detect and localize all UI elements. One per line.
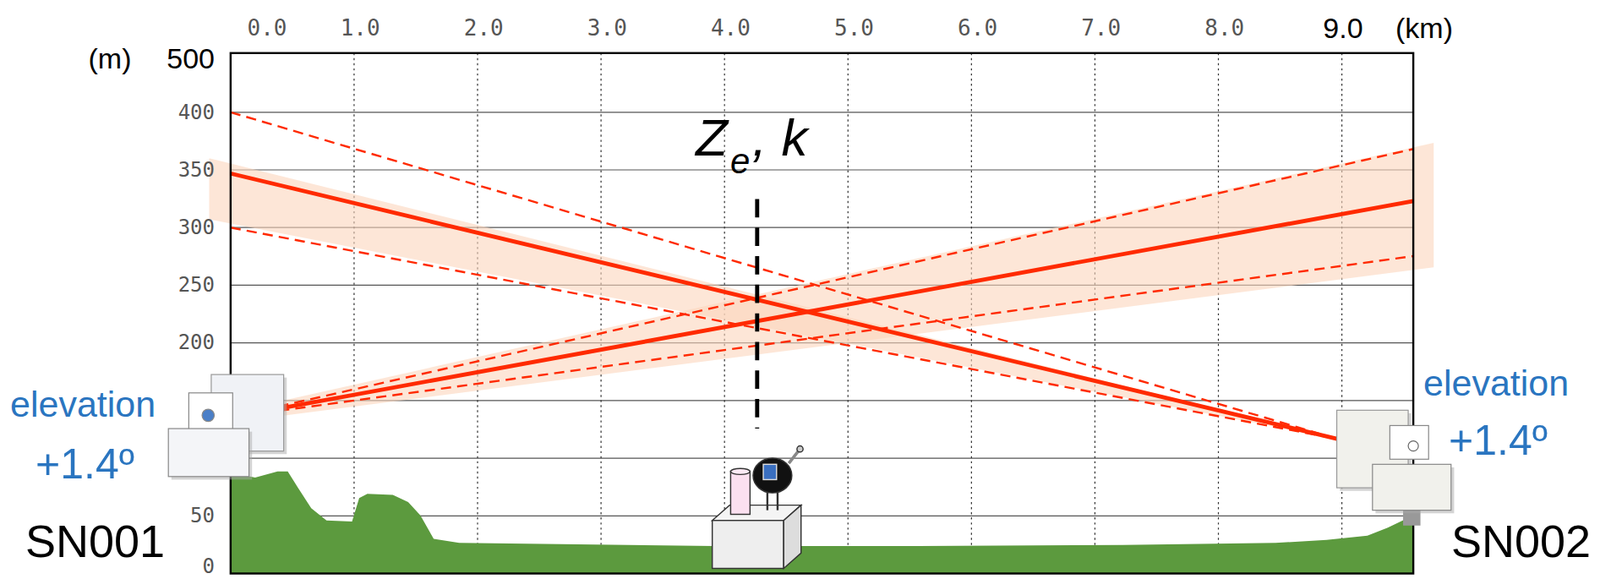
axis-tick: 50 xyxy=(190,505,215,526)
axis-unit: (km) xyxy=(1395,13,1453,43)
axis-tick: 4.0 xyxy=(710,16,751,39)
axis-unit: (m) xyxy=(88,43,132,73)
measurement-marker xyxy=(754,198,760,429)
camera-name: SN002 xyxy=(1451,518,1591,564)
axis-tick: 0 xyxy=(202,556,215,577)
elevation-label: elevation xyxy=(1423,365,1569,402)
axis-tick: 500 xyxy=(166,43,215,73)
axis-tick: 300 xyxy=(178,217,215,238)
line-of-sight xyxy=(230,173,1414,439)
bound-lines xyxy=(230,112,1414,439)
camera-symbol xyxy=(168,374,287,480)
axis-tick: 3.0 xyxy=(587,16,628,39)
variable-name: , k xyxy=(752,111,808,164)
plot-border xyxy=(230,53,1414,574)
elevation-angle: +1.4º xyxy=(35,442,135,486)
axis-tick: 1.0 xyxy=(340,16,381,39)
elevation-label: elevation xyxy=(10,386,156,423)
elevation-angle: +1.4º xyxy=(1448,419,1548,462)
axis-tick: 5.0 xyxy=(834,16,874,39)
uncertainty-wedge xyxy=(230,142,1434,423)
axis-tick: 0.0 xyxy=(247,16,288,39)
axis-tick: 250 xyxy=(178,274,215,295)
axis-tick: 8.0 xyxy=(1204,16,1245,39)
instrument-symbol xyxy=(712,446,803,569)
axis-tick: 400 xyxy=(178,102,215,123)
camera-name: SN001 xyxy=(25,518,165,564)
axis-tick: 350 xyxy=(178,159,215,181)
terrain-profile xyxy=(230,471,1414,574)
grid-lines xyxy=(230,112,1414,516)
axis-tick: 9.0 xyxy=(1322,13,1363,43)
variable-subscript: e xyxy=(730,143,750,180)
variable-name: Z xyxy=(695,111,728,164)
camera-symbol xyxy=(1337,409,1455,525)
axis-tick: 6.0 xyxy=(957,16,998,39)
axis-tick: 7.0 xyxy=(1081,16,1121,39)
axis-tick: 200 xyxy=(178,332,215,353)
axis-tick: 2.0 xyxy=(464,16,504,39)
